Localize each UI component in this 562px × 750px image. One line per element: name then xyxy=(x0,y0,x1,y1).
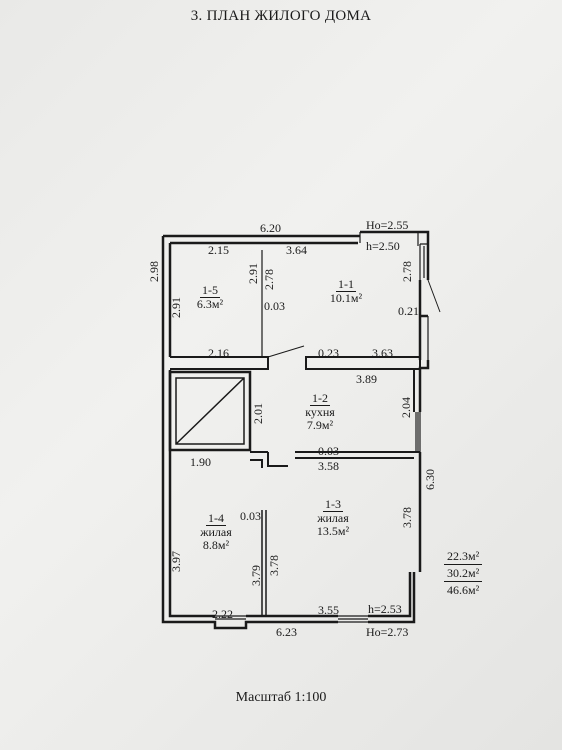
inner-wall xyxy=(261,510,267,616)
dim-partition-thickness: 0.03 xyxy=(264,299,285,313)
room-1-5: 1-5 6.3м² xyxy=(186,284,234,311)
dim-mid-thickness: 0.23 xyxy=(318,346,339,360)
dim-room15-height: 2.91 xyxy=(169,297,183,318)
dim-mid-left: 2.16 xyxy=(208,346,229,360)
inner-wall xyxy=(170,356,421,370)
stair-block xyxy=(168,370,252,452)
room-name: жилая xyxy=(200,525,232,539)
dim-kitchen-right-height: 2.04 xyxy=(399,397,413,418)
room-id: 1-3 xyxy=(323,497,343,512)
dim-room14-wall-thickness: 0.03 xyxy=(240,509,261,523)
dim-room13-width: 3.58 xyxy=(318,459,339,473)
height-bottom-h: h=2.53 xyxy=(368,602,402,616)
dim-right-offset: 0.21 xyxy=(398,304,419,318)
scale-label: Масштаб 1:100 xyxy=(235,690,327,705)
room-1-1: 1-1 10.1м² xyxy=(316,278,376,305)
room-id: 1-2 xyxy=(310,391,330,406)
window xyxy=(359,232,428,280)
dim-right-window-top: 2.78 xyxy=(400,261,414,282)
dim-bottom-left: 2.22 xyxy=(212,607,233,621)
height-top-ho: Ho=2.55 xyxy=(366,218,409,232)
dim-partition-right: 3.78 xyxy=(267,555,281,576)
window xyxy=(415,412,421,452)
dim-partition-left: 3.79 xyxy=(249,565,263,586)
room-area: 13.5м² xyxy=(316,524,350,538)
total-living-area: 22.3м² xyxy=(444,548,483,565)
area-totals: 22.3м² 30.2м² 46.6м² xyxy=(444,548,483,598)
room-area: 6.3м² xyxy=(196,297,224,311)
dim-partition-b: 2.78 xyxy=(262,269,276,290)
stair-lines xyxy=(175,377,245,445)
dim-left-outer-top: 2.98 xyxy=(147,261,161,282)
dim-partition-a: 2.91 xyxy=(246,263,260,284)
room-id: 1-5 xyxy=(200,283,220,298)
dim-right-outer-bottom: 6.30 xyxy=(423,469,437,490)
dim-top-right-inner: 3.64 xyxy=(286,243,307,257)
total-area: 46.6м² xyxy=(447,583,480,597)
inner-wall xyxy=(250,451,420,468)
dim-room13-height: 3.78 xyxy=(400,507,414,528)
room-area: 7.9м² xyxy=(306,418,334,432)
document-title: 3. ПЛАН ЖИЛОГО ДОМА xyxy=(190,8,372,24)
dim-bottom-right: 3.55 xyxy=(318,603,339,617)
room-area: 8.8м² xyxy=(202,538,230,552)
height-bottom-ho: Ho=2.73 xyxy=(366,625,409,639)
total-useful-area: 30.2м² xyxy=(444,565,483,582)
dim-stair-width: 1.90 xyxy=(190,455,211,469)
room-id: 1-1 xyxy=(336,277,356,292)
door-swing xyxy=(427,279,441,313)
dim-top-total: 6.20 xyxy=(260,221,281,235)
dim-left-outer-bottom: 3.97 xyxy=(169,551,183,572)
dim-top-left-inner: 2.15 xyxy=(208,243,229,257)
dim-mid-right: 3.63 xyxy=(372,346,393,360)
window xyxy=(338,615,368,623)
door-swing xyxy=(267,345,305,358)
dim-bottom-total: 6.23 xyxy=(276,625,297,639)
room-id: 1-4 xyxy=(206,511,226,526)
dim-stair-height: 2.01 xyxy=(251,403,265,424)
dim-kitchen-wall-thickness: 0.03 xyxy=(318,444,339,458)
room-name: кухня xyxy=(305,405,335,419)
room-name: жилая xyxy=(317,511,349,525)
height-top-h: h=2.50 xyxy=(366,239,400,253)
dim-kitchen-width: 3.89 xyxy=(356,372,377,386)
room-1-2: 1-2 кухня 7.9м² xyxy=(294,392,346,432)
room-1-3: 1-3 жилая 13.5м² xyxy=(304,498,362,538)
window xyxy=(215,615,246,620)
room-1-4: 1-4 жилая 8.8м² xyxy=(190,512,242,552)
room-area: 10.1м² xyxy=(329,291,363,305)
outer-wall xyxy=(161,230,430,630)
